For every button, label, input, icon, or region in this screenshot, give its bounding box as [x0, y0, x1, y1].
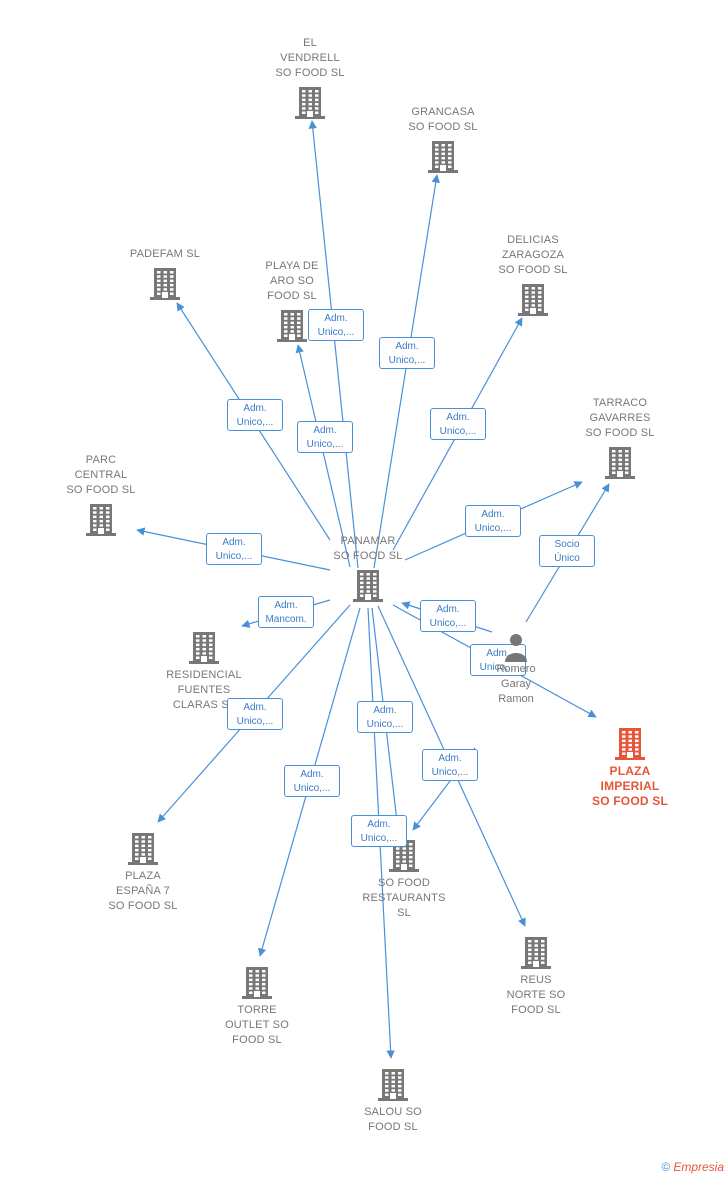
building-icon	[389, 840, 419, 872]
company-name: REUS NORTE SO FOOD SL	[506, 974, 566, 1016]
company-name: TORRE OUTLET SO FOOD SL	[225, 1004, 289, 1046]
footer-brand: ©Empresia	[661, 1160, 724, 1174]
company-name: EL VENDRELL SO FOOD SL	[275, 37, 345, 79]
building-icon	[295, 87, 325, 119]
company-node-padefam[interactable]: PADEFAM SL	[100, 247, 230, 300]
edge-label[interactable]: Adm. Unico,...	[430, 408, 486, 440]
building-icon	[428, 141, 458, 173]
person-icon	[505, 634, 527, 662]
copyright-symbol: ©	[661, 1160, 671, 1174]
edge-label[interactable]: Adm. Unico,...	[379, 337, 435, 369]
building-icon	[353, 570, 383, 602]
company-node-grancasa[interactable]: GRANCASA SO FOOD SL	[378, 105, 508, 173]
edge-label[interactable]: Adm. Unico,...	[227, 698, 283, 730]
company-node-tarraco[interactable]: TARRACO GAVARRES SO FOOD SL	[555, 396, 685, 479]
edge-label[interactable]: Adm. Unico,...	[465, 505, 521, 537]
company-node-torre[interactable]: TORRE OUTLET SO FOOD SL	[192, 965, 322, 1048]
person-label: Romero Garay Ramon	[496, 663, 536, 705]
brand-name: Empresia	[673, 1160, 724, 1174]
building-icon	[615, 728, 645, 760]
edge-line	[308, 120, 359, 569]
building-icon	[189, 632, 219, 664]
edge-label[interactable]: Adm. Unico,...	[227, 399, 283, 431]
building-icon	[277, 310, 307, 342]
company-name: SALOU SO FOOD SL	[364, 1106, 422, 1133]
edge-line	[295, 344, 351, 568]
company-name: DELICIAS ZARAGOZA SO FOOD SL	[498, 234, 568, 276]
company-node-residencial[interactable]: RESIDENCIAL FUENTES CLARAS SL	[139, 630, 269, 713]
edge-label[interactable]: Adm. Unico,...	[422, 749, 478, 781]
edge-label[interactable]: Adm. Unico,...	[351, 815, 407, 847]
company-name: TARRACO GAVARRES SO FOOD SL	[585, 397, 655, 439]
building-icon	[128, 833, 158, 865]
company-name: PARC CENTRAL SO FOOD SL	[66, 454, 136, 496]
company-name: PLAZA ESPAÑA 7 SO FOOD SL	[108, 870, 178, 912]
edge-line	[373, 174, 440, 569]
company-node-so-food-rest[interactable]: SO FOOD RESTAURANTS SL	[339, 838, 469, 921]
edge-label[interactable]: Socio Único	[539, 535, 595, 567]
company-node-el-vendrell[interactable]: EL VENDRELL SO FOOD SL	[245, 36, 375, 119]
company-name: GRANCASA SO FOOD SL	[408, 106, 478, 133]
person-node[interactable]: Romero Garay Ramon	[471, 632, 561, 707]
company-node-panamar[interactable]: PANAMAR SO FOOD SL	[303, 534, 433, 602]
edge-label[interactable]: Adm. Unico,...	[297, 421, 353, 453]
building-icon	[378, 1069, 408, 1101]
edge-label[interactable]: Adm. Unico,...	[206, 533, 262, 565]
company-name: SO FOOD RESTAURANTS SL	[362, 877, 446, 919]
edge-label[interactable]: Adm. Unico,...	[284, 765, 340, 797]
building-icon	[242, 967, 272, 999]
building-icon	[86, 504, 116, 536]
building-icon	[605, 447, 635, 479]
company-name: PANAMAR SO FOOD SL	[333, 535, 403, 562]
company-node-plaza-espana[interactable]: PLAZA ESPAÑA 7 SO FOOD SL	[78, 831, 208, 914]
company-node-playa-de-aro[interactable]: PLAYA DE ARO SO FOOD SL	[227, 259, 357, 342]
building-icon	[150, 268, 180, 300]
company-node-salou[interactable]: SALOU SO FOOD SL	[328, 1067, 458, 1135]
company-node-reus[interactable]: REUS NORTE SO FOOD SL	[471, 935, 601, 1018]
company-name: PLAYA DE ARO SO FOOD SL	[265, 260, 319, 302]
company-name: RESIDENCIAL FUENTES CLARAS SL	[166, 669, 242, 711]
edge-label[interactable]: Adm. Mancom.	[258, 596, 314, 628]
company-node-delicias[interactable]: DELICIAS ZARAGOZA SO FOOD SL	[468, 233, 598, 316]
company-node-plaza-imperial[interactable]: PLAZA IMPERIAL SO FOOD SL	[565, 726, 695, 809]
company-name: PLAZA IMPERIAL SO FOOD SL	[591, 764, 668, 808]
edge-label[interactable]: Adm. Unico,...	[357, 701, 413, 733]
edge-label[interactable]: Adm. Unico,...	[308, 309, 364, 341]
building-icon	[521, 937, 551, 969]
company-name: PADEFAM SL	[129, 248, 201, 260]
company-node-parc-central[interactable]: PARC CENTRAL SO FOOD SL	[36, 453, 166, 536]
building-icon	[518, 284, 548, 316]
edge-label[interactable]: Adm. Unico,...	[420, 600, 476, 632]
